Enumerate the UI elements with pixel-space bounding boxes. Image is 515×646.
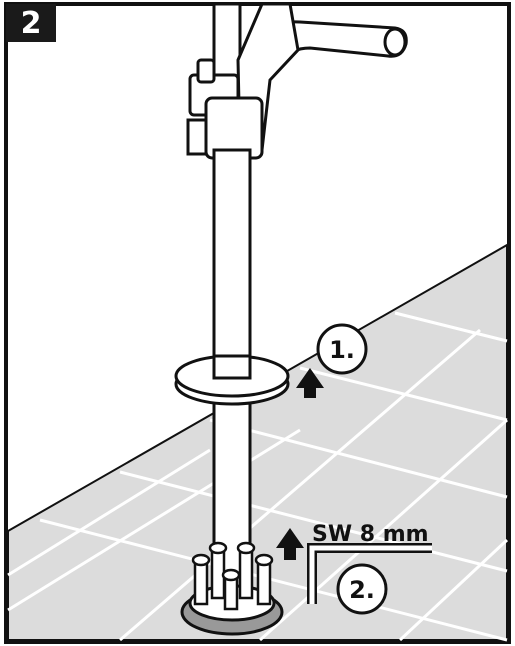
up-arrow-icon [276,528,304,560]
hex-key-icon [307,543,432,604]
step-badge: 2 [6,4,56,42]
tool-size-label: SW 8 mm [312,522,429,547]
callout-step-1: 1. [316,323,368,375]
callout-step-2-label: 2. [349,576,375,604]
callout-step-1-label: 1. [329,336,355,364]
cover-rosette [174,354,290,406]
mounting-base [180,541,284,636]
faucet-body [186,2,300,160]
step-number: 2 [21,6,42,41]
callout-step-2: 2. [336,563,388,615]
up-arrow-icon [296,368,324,398]
